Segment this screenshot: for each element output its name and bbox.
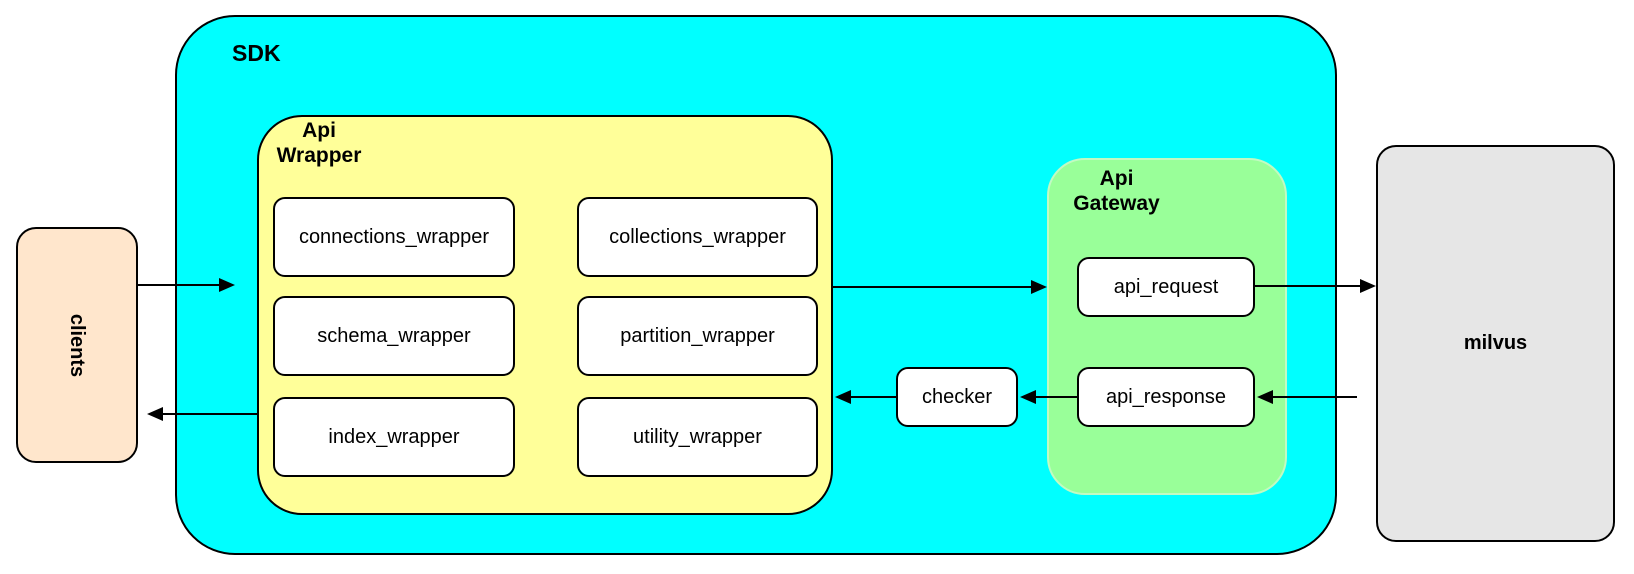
checker-box: checker <box>896 367 1018 427</box>
sdk-label: SDK <box>232 40 281 66</box>
arrowhead-right-icon <box>1031 280 1047 294</box>
clients-box: clients <box>16 227 138 463</box>
arrowhead-left-icon <box>1257 390 1273 404</box>
schema-wrapper-box: schema_wrapper <box>273 296 515 376</box>
collections-wrapper-box: collections_wrapper <box>577 197 818 277</box>
api-gateway-label: Api Gateway <box>1059 166 1174 216</box>
api-wrapper-label-line1: Api <box>302 119 336 142</box>
partition-wrapper-box: partition_wrapper <box>577 296 818 376</box>
arrowhead-right-icon <box>219 278 235 292</box>
milvus-label: milvus <box>1463 332 1528 354</box>
api-gateway-label-line2: Gateway <box>1073 192 1160 216</box>
milvus-box: milvus <box>1376 145 1615 542</box>
api-request-box: api_request <box>1077 257 1255 317</box>
api-gateway-label-line1: Api <box>1099 167 1134 190</box>
arrowhead-left-icon <box>1020 390 1036 404</box>
utility-wrapper-box: utility_wrapper <box>577 397 818 477</box>
clients-label: clients <box>66 313 89 377</box>
arrowhead-right-icon <box>1360 279 1376 293</box>
api-wrapper-label-line2: Wrapper <box>276 144 362 168</box>
arrowhead-left-icon <box>835 390 851 404</box>
index-wrapper-box: index_wrapper <box>273 397 515 477</box>
api-gateway-container <box>1047 158 1287 495</box>
connections-wrapper-box: connections_wrapper <box>273 197 515 277</box>
arrowhead-left-icon <box>147 407 163 421</box>
api-response-box: api_response <box>1077 367 1255 427</box>
api-wrapper-label: Api Wrapper <box>260 118 378 168</box>
